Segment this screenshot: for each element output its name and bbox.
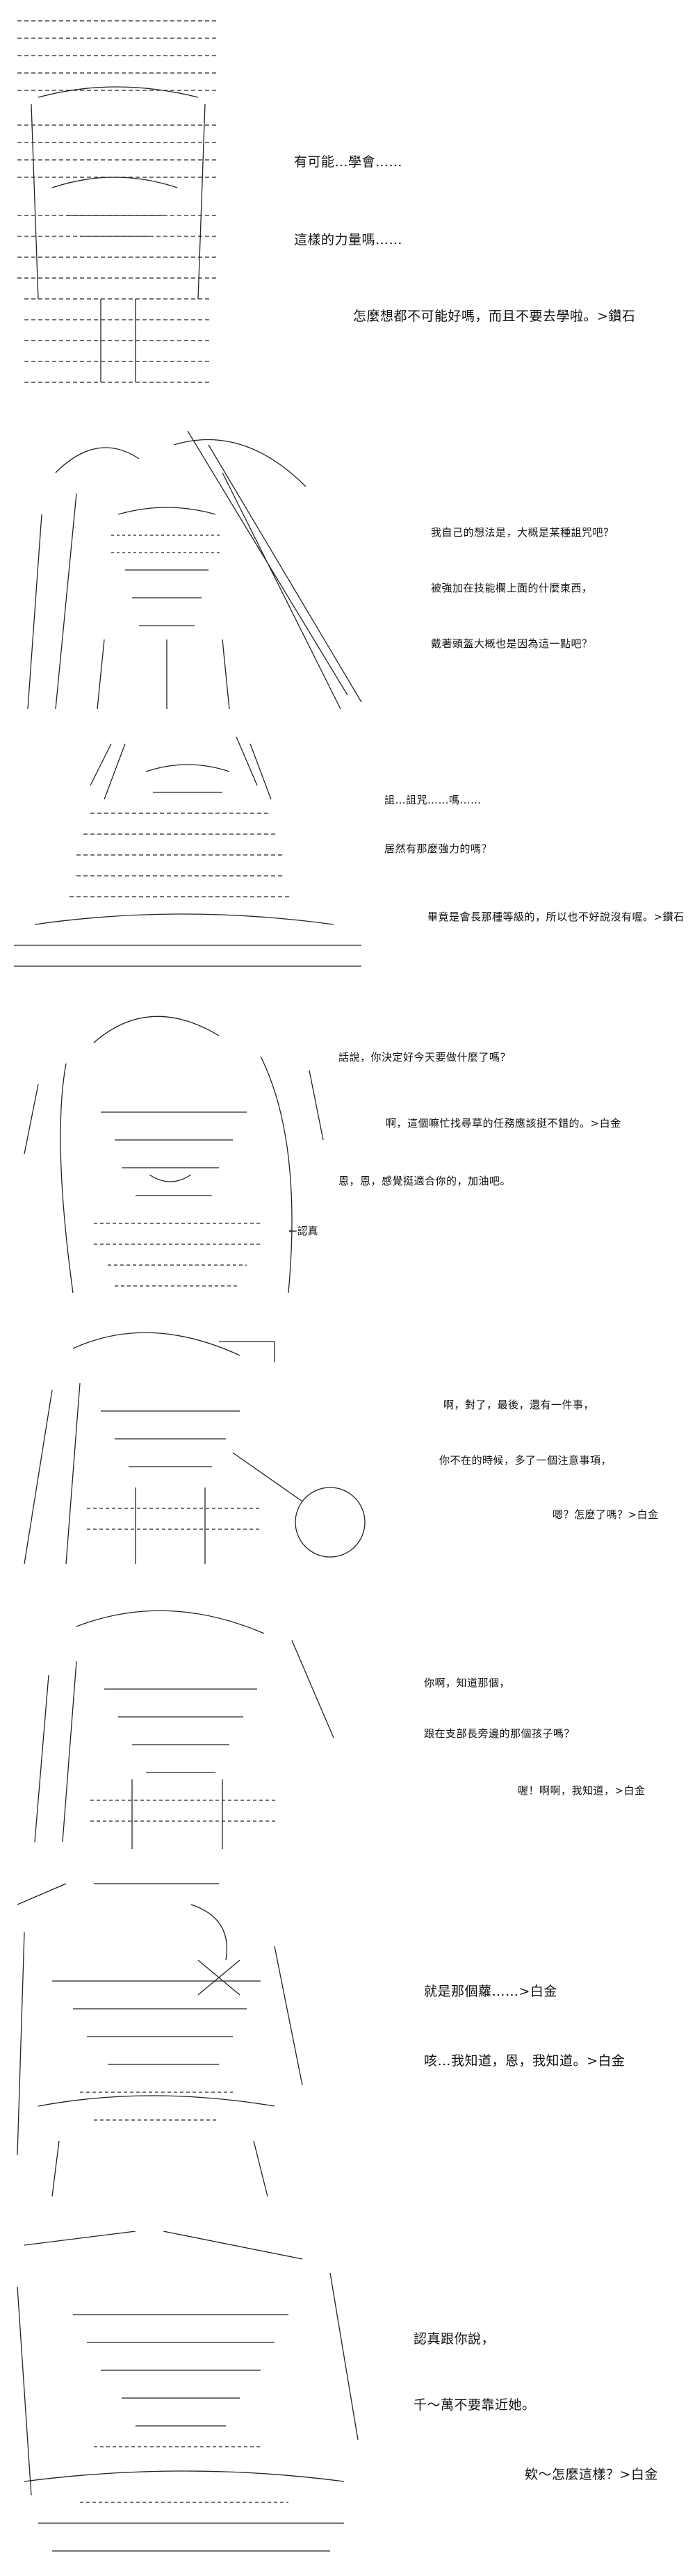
dialogue-line: 詛…詛咒……嗎……: [384, 794, 482, 806]
dialogue-line: 你不在的時候，多了一個注意事項，: [439, 1454, 612, 1467]
ascii-art-character: [10, 1877, 316, 2203]
panel-5: 啊，對了，最後，還有一件事， 你不在的時候，多了一個注意事項， 嗯？怎麼了嗎？>…: [0, 1321, 695, 1585]
dialogue-line: 被強加在技能欄上面的什麼東西，: [431, 582, 593, 594]
panel-7: 就是那個蘿……>白金 咳…我知道，恩，我知道。>白金: [0, 1870, 695, 2217]
ascii-art-character: [7, 730, 368, 980]
dialogue-line: 居然有那麼強力的嗎？: [384, 842, 493, 855]
ascii-art-character: [14, 1599, 361, 1856]
ascii-art-character: [10, 7, 226, 396]
panel-3: 詛…詛咒……嗎…… 居然有那麼強力的嗎？ 畢竟是會長那種等級的，所以也不好說沒有…: [0, 723, 695, 987]
dialogue-line: 千〜萬不要靠近她。: [414, 2397, 536, 2413]
ascii-art-character: [10, 1001, 337, 1307]
dialogue-line: 喔！啊啊，我知道，>白金: [518, 1784, 646, 1797]
dialogue-line: 嗯？怎麼了嗎？>白金: [553, 1508, 659, 1521]
dialogue-line: 怎麼想都不可能好嗎，而且不要去學啦。>鑽石: [353, 309, 636, 324]
dialogue-line: 戴著頭盔大概也是因為這一點吧？: [431, 637, 593, 650]
panel-1: 有可能…學會…… 這樣的力量嗎…… 怎麼想都不可能好嗎，而且不要去學啦。>鑽石: [0, 0, 695, 417]
panel-2: 我自己的想法是，大概是某種詛咒吧？ 被強加在技能欄上面的什麼東西， 戴著頭盔大概…: [0, 424, 695, 716]
ascii-art-character: [10, 1328, 372, 1578]
dialogue-line: 這樣的力量嗎……: [294, 232, 403, 247]
panel-8: 認真跟你說， 千〜萬不要靠近她。 欸〜怎麼這樣？>白金: [0, 2224, 695, 2572]
dialogue-line: 就是那個蘿……>白金: [424, 1984, 557, 1999]
dialogue-line: 有可能…學會……: [294, 154, 403, 170]
dialogue-line: 啊，這個嘛忙找尋草的任務應該挺不錯的。>白金: [386, 1117, 621, 1130]
panel-6: 你啊，知道那個， 跟在支部長旁邊的那個孩子嗎？ 喔！啊啊，我知道，>白金: [0, 1592, 695, 1863]
dialogue-line: 話說，你決定好今天要做什麼了嗎？: [338, 1051, 512, 1063]
dialogue-line: 恩，恩，感覺挺適合你的，加油吧。: [338, 1175, 512, 1187]
dialogue-line: 欸〜怎麼這樣？>白金: [525, 2467, 658, 2482]
ascii-art-character: [10, 2231, 372, 2565]
dialogue-line: 啊，對了，最後，還有一件事，: [443, 1399, 595, 1411]
annotation-arrow: ←認真: [288, 1225, 318, 1237]
ascii-art-character: [14, 431, 375, 716]
dialogue-line: 畢竟是會長那種等級的，所以也不好說沒有喔。>鑽石: [427, 911, 685, 923]
dialogue-line: 你啊，知道那個，: [424, 1677, 511, 1689]
dialogue-line: 我自己的想法是，大概是某種詛咒吧？: [431, 526, 614, 539]
dialogue-line: 跟在支部長旁邊的那個孩子嗎？: [424, 1727, 575, 1740]
dialogue-line: 認真跟你說，: [414, 2331, 496, 2347]
panel-4: 話說，你決定好今天要做什麼了嗎？ 啊，這個嘛忙找尋草的任務應該挺不錯的。>白金 …: [0, 994, 695, 1314]
dialogue-line: 咳…我知道，恩，我知道。>白金: [424, 2053, 626, 2069]
